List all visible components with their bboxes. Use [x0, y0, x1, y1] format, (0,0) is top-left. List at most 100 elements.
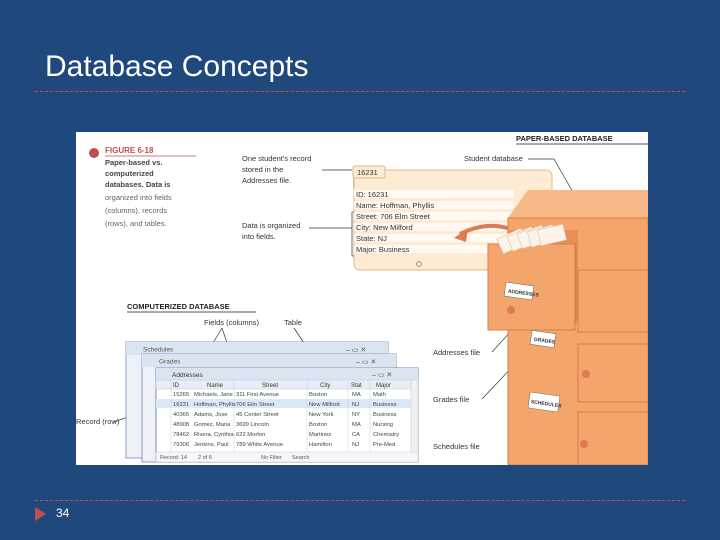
schedules-file-annotation: Schedules file: [433, 442, 480, 451]
window-controls: – ▭ ✕: [372, 372, 392, 379]
table-row[interactable]: 78462 Rivera, Cynthia 622 Morton Martine…: [173, 432, 399, 438]
page-number: 34: [56, 506, 70, 520]
table-cell: New York: [309, 412, 334, 418]
column-header[interactable]: Name: [207, 383, 224, 389]
window-title: Grades: [159, 359, 181, 366]
table-cell: 78462: [173, 432, 189, 438]
title-divider: [35, 91, 685, 92]
card-field: State: NJ: [356, 234, 387, 243]
column-header[interactable]: Street: [262, 383, 278, 389]
table-cell: Gomez, Maria: [194, 422, 231, 428]
table-cell: Jenkins, Paul: [194, 442, 228, 448]
table-row-selected[interactable]: 16231 Hoffman, Phyllis 706 Elm Street Ne…: [173, 402, 397, 408]
card-line-bg: [354, 212, 514, 220]
cabinet-label: [503, 281, 535, 301]
caption-line: databases. Data is: [105, 180, 170, 189]
table-cell: 15265: [173, 392, 189, 398]
column-header[interactable]: Stat: [351, 383, 362, 389]
status-bar: Record: 14 2 of 6 No Filter Search: [160, 455, 309, 461]
record-annotation: Addresses file.: [242, 176, 291, 185]
search-box[interactable]: Search: [292, 455, 309, 461]
filter-status[interactable]: No Filter: [261, 455, 282, 461]
column-header[interactable]: City: [320, 383, 330, 389]
table-cell: 706 Elm Street: [236, 402, 275, 408]
table-cell: Business: [373, 412, 397, 418]
computerized-database-heading: COMPUTERIZED DATABASE: [127, 302, 230, 311]
table-cell: 789 White Avenue: [236, 442, 283, 448]
table-body: 15265 Michaels, Jane 311 First Avenue Bo…: [173, 392, 399, 448]
table-gridlines: [170, 380, 371, 452]
table-cell: NJ: [352, 442, 359, 448]
window-title: Addresses: [172, 372, 203, 379]
card-arrow-head-icon: [454, 228, 468, 242]
table-cell: Boston: [309, 422, 327, 428]
record-annotation: One student's record: [242, 154, 311, 163]
table-row[interactable]: 79306 Jenkins, Paul 789 White Avenue Ham…: [173, 442, 395, 448]
table-cell: New Milford: [309, 402, 340, 408]
table-cell: Hoffman, Phyllis: [194, 402, 236, 408]
table-cell: 16231: [173, 402, 189, 408]
table-row[interactable]: 15265 Michaels, Jane 311 First Avenue Bo…: [173, 392, 386, 398]
fields-columns-annotation: Fields (columns): [204, 318, 260, 327]
record-annotation: stored in the: [242, 165, 283, 174]
table-cell: 79306: [173, 442, 189, 448]
table-cell: NJ: [352, 402, 359, 408]
fields-annotation: into fields.: [242, 232, 276, 241]
table-cell: Rivera, Cynthia: [194, 432, 234, 438]
fields-annotation: Data is organized: [242, 221, 300, 230]
table-row[interactable]: 48908 Gomez, Maria 3699 Lincoln Boston M…: [173, 422, 393, 428]
table-cell: NY: [352, 412, 360, 418]
slide-title: Database Concepts: [45, 50, 309, 83]
table-cell: MA: [352, 422, 361, 428]
table-cell: 3699 Lincoln: [236, 422, 269, 428]
card-hole-icon: [416, 261, 422, 267]
grades-file-annotation: Grades file: [433, 395, 469, 404]
table-cell: 40365: [173, 412, 189, 418]
window-controls: – ▭ ✕: [346, 347, 366, 354]
card-tab-label: 16231: [357, 168, 378, 177]
cabinet-label: [529, 330, 557, 348]
caption-line: (rows), and tables.: [105, 219, 167, 228]
card-field: Name: Hoffman, Phyllis: [356, 201, 434, 210]
table-cell: Math: [373, 392, 386, 398]
addresses-window: Addresses – ▭ ✕: [155, 367, 419, 463]
cabinet-label-text: GRADES: [533, 337, 556, 346]
card-field: City: New Milford: [356, 223, 413, 232]
card-tab: [352, 165, 386, 179]
table-cell: 45 Center Street: [236, 412, 279, 418]
window-controls: – ▭ ✕: [356, 359, 376, 366]
filing-cabinet: [487, 190, 648, 465]
footer-divider: [35, 500, 685, 501]
cabinet-label: [527, 391, 561, 413]
table-cell: Business: [373, 402, 397, 408]
table-cell: Chemistry: [373, 432, 399, 438]
table-cell: Hamilton: [309, 442, 332, 448]
table-cell: 48908: [173, 422, 189, 428]
column-header[interactable]: Major: [376, 383, 391, 389]
card-line-bg: [354, 245, 514, 253]
card-field: ID: 16231: [356, 190, 389, 199]
footer-arrow-icon: [35, 507, 46, 521]
card-line-bg: [354, 223, 514, 231]
cabinet-label-text: SCHEDULES: [530, 399, 562, 409]
record-row-annotation: Record (row): [76, 417, 120, 426]
paper-database-heading: PAPER-BASED DATABASE: [516, 134, 613, 143]
window-title: Schedules: [143, 347, 174, 354]
table-cell: CA: [352, 432, 360, 438]
record-position[interactable]: 2 of 6: [198, 455, 212, 461]
table-annotation: Table: [284, 318, 302, 327]
vertical-scrollbar[interactable]: [410, 379, 419, 453]
table-cell: Boston: [309, 392, 327, 398]
table-row[interactable]: 40365 Adams, Jose 45 Center Street New Y…: [173, 412, 397, 418]
caption-line: computerized: [105, 169, 154, 178]
figure-illustration: FIGURE 6-18 Paper-based vs. computerized…: [76, 134, 648, 465]
caption-line: organized into fields: [105, 193, 172, 202]
card-line-bg: [354, 201, 514, 209]
column-header[interactable]: ID: [173, 383, 180, 389]
table-cell: Nursing: [373, 422, 393, 428]
table-cell: 311 First Avenue: [236, 392, 279, 398]
record-navigator[interactable]: [155, 451, 419, 463]
addresses-file-annotation: Addresses file: [433, 348, 480, 357]
card-field: Street: 706 Elm Street: [356, 212, 431, 221]
record-label: Record: 14: [160, 455, 187, 461]
